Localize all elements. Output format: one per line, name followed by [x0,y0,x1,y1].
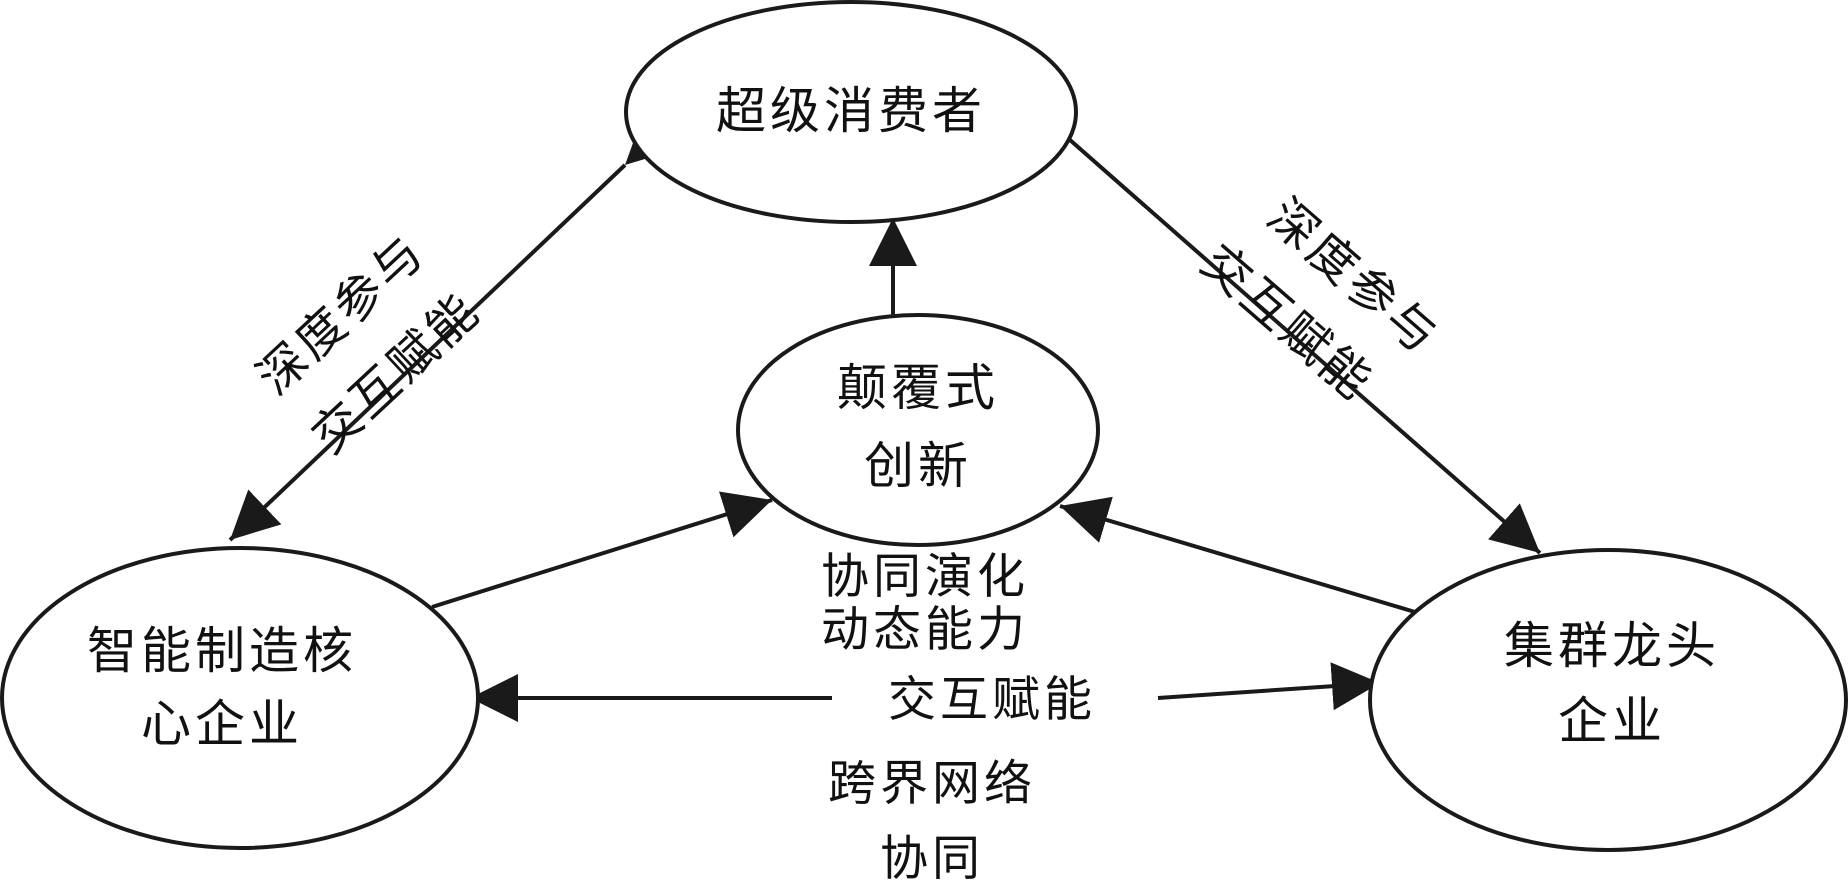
node-innovation-line2: 创新 [864,437,972,495]
edge-manufacturing-to-innovation [431,491,773,609]
edge-cluster-to-innovation [1059,496,1416,614]
node-smart-manufacturing [0,546,480,850]
bottom-synergy-label: 协同 [880,831,984,887]
node-super-consumer [624,0,1078,224]
center-synergy-label: 协同演化 [821,549,1029,605]
bottom-cross-network-label: 跨界网络 [828,756,1036,812]
node-disruptive-innovation [736,313,1100,547]
node-manufacturing-line1: 智能制造核 [87,622,357,680]
node-cluster-leader [1368,548,1848,852]
edge-bottom-right-segment [1157,662,1381,711]
node-cluster-line2: 企业 [1558,692,1666,750]
bottom-interactive-empowerment-label: 交互赋能 [888,672,1096,728]
node-cluster-line1: 集群龙头 [1504,617,1720,675]
center-dynamic-label: 动态能力 [821,602,1029,658]
edge-consumer-to-cluster [1018,90,1542,555]
edge-consumer-to-manufacturing [228,114,677,542]
node-manufacturing-line2: 心企业 [141,695,303,753]
node-super-consumer-label: 超级消费者 [716,82,986,140]
node-innovation-line1: 颠覆式 [837,359,999,417]
